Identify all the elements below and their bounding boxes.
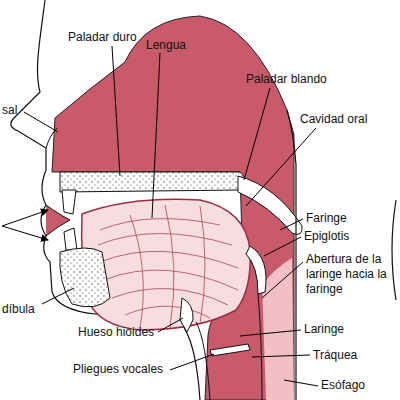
part-label: Tráquea <box>313 348 357 363</box>
part-label: Hueso hioides <box>78 325 154 340</box>
part-label: Abertura de la laringe hacia la faringe <box>306 252 398 297</box>
part-label: Paladar duro <box>68 30 137 45</box>
part-label: Faringe <box>306 211 347 226</box>
part-label: Epiglotis <box>304 229 349 244</box>
part-label: díbula <box>2 302 35 317</box>
part-label: Pliegues vocales <box>73 362 163 377</box>
part-label: sal <box>2 103 17 118</box>
part-label: Laringe <box>304 322 344 337</box>
part-label: Lengua <box>146 38 186 53</box>
part-label: Esófago <box>321 378 365 393</box>
part-label: Paladar blando <box>246 72 327 87</box>
part-label: Cavidad oral <box>300 112 367 127</box>
